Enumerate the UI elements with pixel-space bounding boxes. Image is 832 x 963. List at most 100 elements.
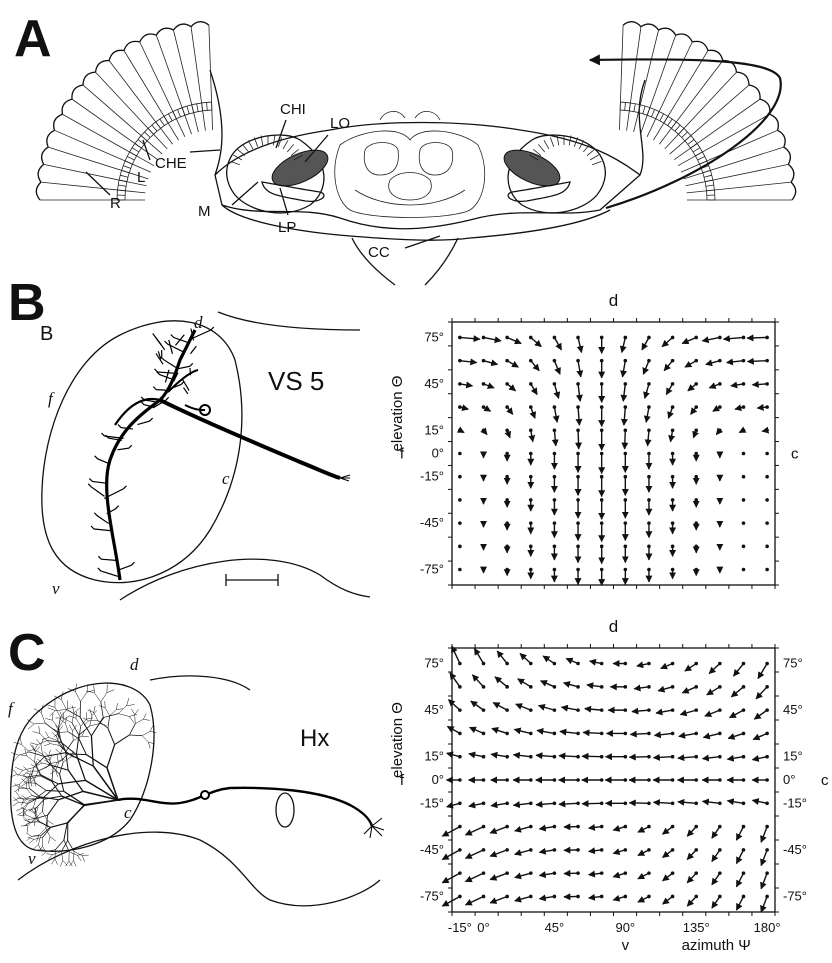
y-tick-label-right: -45° bbox=[783, 842, 807, 857]
dendrite-branch bbox=[94, 693, 100, 702]
vector-arrow bbox=[752, 800, 767, 803]
vector-arrow bbox=[469, 754, 484, 757]
left-fan-hatch bbox=[177, 109, 180, 116]
neck-right bbox=[425, 238, 458, 285]
left-fan-hatch bbox=[197, 104, 198, 112]
dendrite-branch bbox=[143, 713, 146, 719]
left-retina-fan bbox=[36, 22, 212, 200]
vector-arrow bbox=[754, 710, 767, 719]
dendrite-branch bbox=[66, 741, 74, 752]
vector-arrow bbox=[691, 407, 697, 414]
right-fan-edge bbox=[659, 28, 676, 35]
right-fan-hatch bbox=[688, 139, 694, 144]
dendrite-branch bbox=[25, 749, 27, 756]
left-fan-hatch bbox=[182, 108, 185, 116]
dendrite-branch bbox=[34, 837, 43, 839]
dendrite-branch bbox=[65, 861, 68, 867]
dendrite-branch bbox=[150, 725, 153, 731]
vector-origin bbox=[742, 521, 746, 525]
dendrite-branch bbox=[19, 815, 26, 816]
vector-arrow bbox=[539, 873, 554, 875]
dendrite-branch bbox=[82, 736, 89, 737]
left-fan-hatch bbox=[141, 136, 147, 141]
dendrite-branch bbox=[19, 752, 30, 755]
dendrite-branch bbox=[190, 346, 196, 354]
vector-arrow bbox=[539, 896, 554, 898]
left-fan-edge bbox=[38, 164, 44, 182]
vector-arrow bbox=[460, 361, 477, 363]
left-fan-hatch bbox=[148, 128, 153, 134]
dendrite-branch bbox=[82, 730, 85, 736]
vector-arrow bbox=[757, 407, 767, 408]
dendrite-branch bbox=[101, 702, 103, 717]
y-tick-label: 45° bbox=[424, 702, 444, 717]
orient-v-c: v bbox=[28, 849, 36, 868]
vector-origin bbox=[742, 452, 746, 456]
right-fan-hatch bbox=[691, 144, 698, 149]
y-tick-label: -15° bbox=[420, 795, 444, 810]
dendrite-branch bbox=[77, 855, 81, 860]
vector-arrow bbox=[663, 896, 673, 904]
right-fan-edge bbox=[791, 182, 796, 200]
vector-arrow bbox=[752, 757, 767, 760]
dendrite-branch bbox=[21, 779, 26, 783]
right-fan-edge bbox=[749, 85, 760, 99]
vs5-neuron bbox=[88, 327, 350, 580]
vector-arrow bbox=[582, 756, 602, 757]
x-tick-label: 135° bbox=[683, 920, 710, 935]
vector-arrow bbox=[507, 361, 518, 367]
y-tick-label: -45° bbox=[420, 842, 444, 857]
dendrite-branch bbox=[50, 762, 59, 763]
vector-arrow bbox=[687, 850, 696, 860]
vector-arrow bbox=[762, 430, 767, 431]
dendrite-branch bbox=[16, 792, 20, 798]
dendrite-branch bbox=[29, 839, 34, 843]
dendrite-branch bbox=[69, 861, 72, 867]
vector-arrow bbox=[724, 337, 744, 339]
left-fan-edge bbox=[72, 85, 83, 99]
left-fan-edge bbox=[96, 61, 110, 73]
vector-arrow bbox=[703, 757, 720, 759]
dendrite-branch bbox=[28, 724, 34, 729]
vector-arrow bbox=[643, 361, 649, 375]
vector-arrow bbox=[448, 700, 459, 711]
vector-arrow bbox=[658, 687, 672, 691]
dendrite-branch bbox=[129, 735, 142, 736]
label-m: M bbox=[198, 203, 211, 220]
dendrite-branch bbox=[69, 725, 73, 731]
vector-arrow bbox=[662, 337, 673, 346]
dendrite-branch bbox=[165, 370, 169, 383]
vector-arrow bbox=[613, 873, 625, 877]
lobe-hatch bbox=[544, 140, 549, 149]
dendrite-branch bbox=[118, 562, 134, 570]
vector-arrow bbox=[469, 803, 484, 806]
vector-arrow bbox=[734, 664, 744, 677]
lobe-hatch bbox=[237, 149, 245, 155]
vector-arrow bbox=[682, 337, 696, 343]
dendrite-branch bbox=[87, 718, 93, 719]
left-fan-hatch bbox=[132, 148, 139, 152]
dendrite-branch bbox=[50, 744, 59, 746]
dendrite-branch bbox=[142, 731, 150, 735]
dendrite-branch bbox=[129, 714, 137, 716]
vector-arrow bbox=[460, 337, 480, 339]
vector-arrow bbox=[663, 873, 673, 881]
dendrite-branch bbox=[48, 708, 56, 711]
dendrite-branch bbox=[135, 715, 136, 724]
dendrite-branch bbox=[63, 718, 72, 723]
vector-arrow bbox=[466, 827, 484, 835]
leader-m bbox=[232, 182, 258, 205]
orient-c-c: c bbox=[124, 803, 132, 822]
dendrite-branch bbox=[156, 338, 165, 350]
vector-arrow bbox=[466, 850, 484, 858]
vector-arrow bbox=[736, 873, 743, 887]
vector-origin bbox=[765, 498, 769, 502]
leader-cc bbox=[405, 236, 440, 248]
vector-arrow bbox=[539, 850, 554, 852]
right-fan-edge bbox=[760, 99, 770, 114]
dendrite-branch bbox=[74, 708, 80, 713]
dendrite-branch bbox=[165, 341, 185, 353]
vector-origin bbox=[458, 521, 462, 525]
orient-v-b: v bbox=[52, 579, 60, 598]
vector-arrow bbox=[484, 407, 491, 411]
